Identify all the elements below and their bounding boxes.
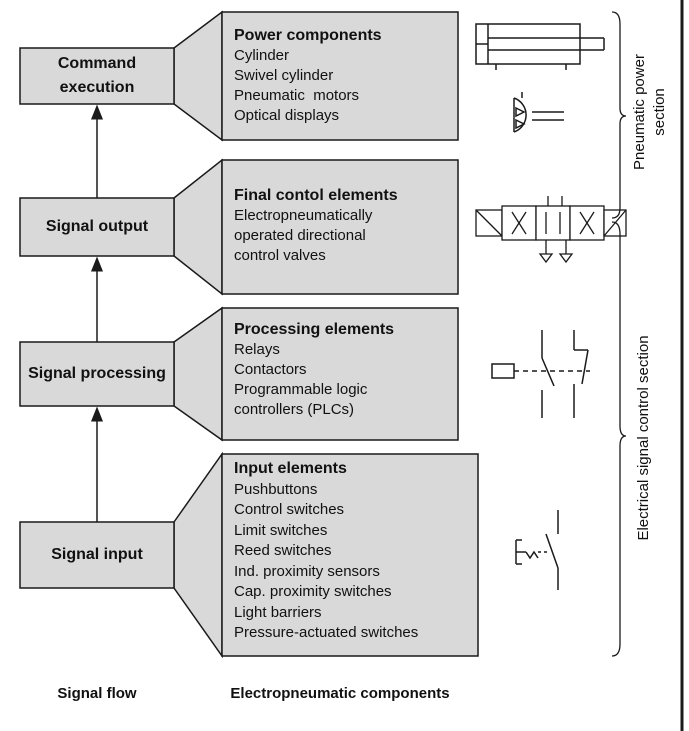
funnel-signal-processing — [173, 306, 223, 442]
list-item: Programmable logic — [234, 381, 368, 398]
footer-signal-flow: Signal flow — [57, 685, 137, 702]
component-heading: Final contol elements — [234, 187, 398, 204]
power-components-list: Power components Cylinder Swivel cylinde… — [234, 26, 454, 126]
pneumatic-motor-symbol-icon — [513, 92, 564, 133]
component-heading: Processing elements — [234, 321, 395, 338]
stage-signal-processing-label: Signal processing — [28, 365, 166, 382]
list-item: control valves — [234, 247, 326, 264]
stage-box-signal-processing — [19, 341, 175, 407]
section-label-pneumatic: Pneumatic power section — [631, 54, 668, 170]
stage-box-command-execution — [19, 47, 175, 105]
list-item: Swivel cylinder — [234, 67, 334, 84]
list-item: Contactors — [234, 361, 307, 378]
component-box-power — [221, 11, 459, 141]
list-item: Electropneumatically — [234, 207, 373, 224]
component-heading: Input elements — [234, 460, 347, 477]
list-item: Ind. proximity sensors — [234, 562, 380, 580]
processing-elements-list: Processing elements Relays Contactors Pr… — [234, 320, 454, 420]
list-item: Control switches — [234, 501, 345, 518]
stage-command-execution-label: Command execution — [57, 55, 137, 96]
stage-box-signal-output — [19, 197, 175, 257]
input-elements-list: Input elements Pushbuttons Control switc… — [234, 459, 478, 644]
stage-box-signal-input — [19, 521, 175, 589]
solenoid-valve-symbol-icon — [475, 196, 627, 264]
cylinder-symbol-icon — [475, 23, 605, 70]
list-item: Cap. proximity switches — [234, 583, 392, 600]
list-item: Pneumatic motors — [234, 87, 360, 104]
component-box-input — [221, 453, 479, 657]
component-box-processing — [221, 307, 459, 441]
list-item: operated directional — [234, 227, 366, 244]
list-item: Optical displays — [234, 107, 340, 124]
component-box-final-control — [221, 159, 459, 295]
funnel-command-execution — [173, 10, 223, 142]
final-control-elements-list: Final contol elements Electropneumatical… — [234, 186, 454, 266]
brace-electrical — [611, 221, 627, 657]
brace-pneumatic — [611, 11, 627, 219]
list-item: Limit switches — [234, 521, 328, 539]
pushbutton-switch-symbol-icon — [515, 510, 559, 590]
list-item: Pressure-actuated switches — [234, 624, 419, 641]
funnel-signal-input — [173, 451, 223, 659]
list-item: Light barriers — [234, 603, 322, 621]
list-item: controllers (PLCs) — [234, 401, 355, 418]
list-item: Reed switches — [234, 542, 332, 559]
list-item: Relays — [234, 341, 280, 358]
funnel-signal-output — [173, 158, 223, 296]
stage-signal-input-label: Signal input — [51, 546, 143, 563]
section-label-electrical: Electrical signal control section — [635, 335, 652, 541]
list-item: Pushbuttons — [234, 480, 318, 498]
footer-electropneumatic-components: Electropneumatic components — [230, 685, 450, 702]
stage-signal-output-label: Signal output — [45, 218, 149, 235]
relay-contact-symbol-icon — [491, 330, 590, 418]
component-heading: Power components — [234, 27, 382, 44]
list-item: Cylinder — [234, 47, 290, 64]
